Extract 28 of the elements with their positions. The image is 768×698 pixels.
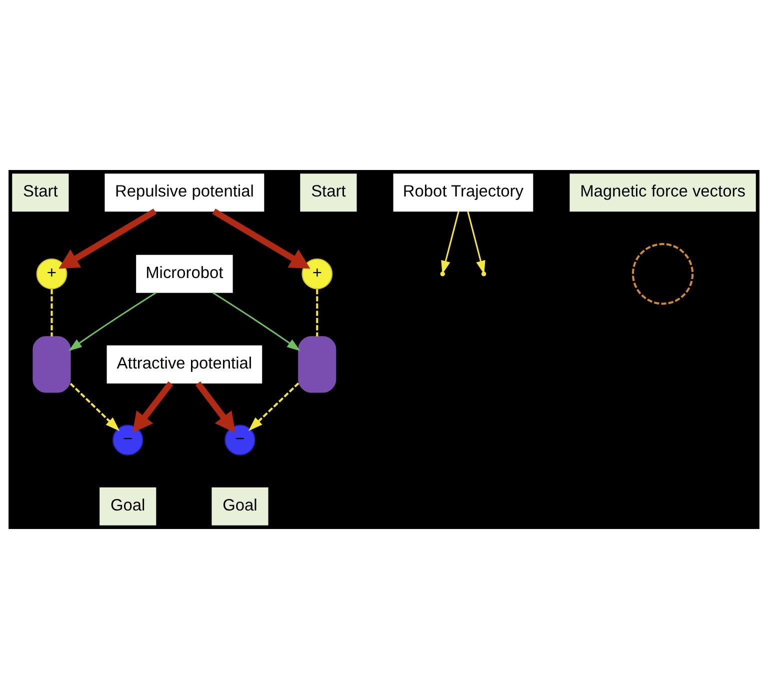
- connector: [316, 288, 318, 336]
- node-circle: −: [112, 424, 144, 455]
- arrow: [212, 208, 310, 268]
- node-circle: +: [36, 258, 68, 289]
- arrow: [132, 380, 174, 432]
- node-box: Attractive potential: [106, 344, 262, 383]
- node-box: [298, 336, 336, 392]
- node-circle: [632, 242, 694, 304]
- node-box: Goal: [100, 486, 156, 525]
- node-box: Magnetic force vectors: [570, 173, 756, 212]
- node-box: Start: [12, 173, 69, 212]
- node-box: Goal: [212, 486, 268, 525]
- connector: [50, 288, 53, 336]
- node-box: Repulsive potential: [104, 173, 264, 212]
- node-box: [32, 336, 71, 392]
- arrow: [248, 382, 300, 430]
- arrow: [195, 380, 236, 432]
- node-box: Start: [300, 173, 357, 212]
- arrow: [70, 382, 120, 431]
- arrow: [212, 291, 300, 350]
- arrow: [441, 210, 460, 274]
- node-box: Robot Trajectory: [393, 173, 534, 212]
- node-box: Microrobot: [136, 254, 233, 292]
- node-circle: +: [302, 258, 333, 289]
- arrow: [467, 210, 486, 274]
- arrow: [58, 208, 157, 268]
- node-circle: −: [224, 424, 256, 455]
- arrow: [68, 291, 157, 350]
